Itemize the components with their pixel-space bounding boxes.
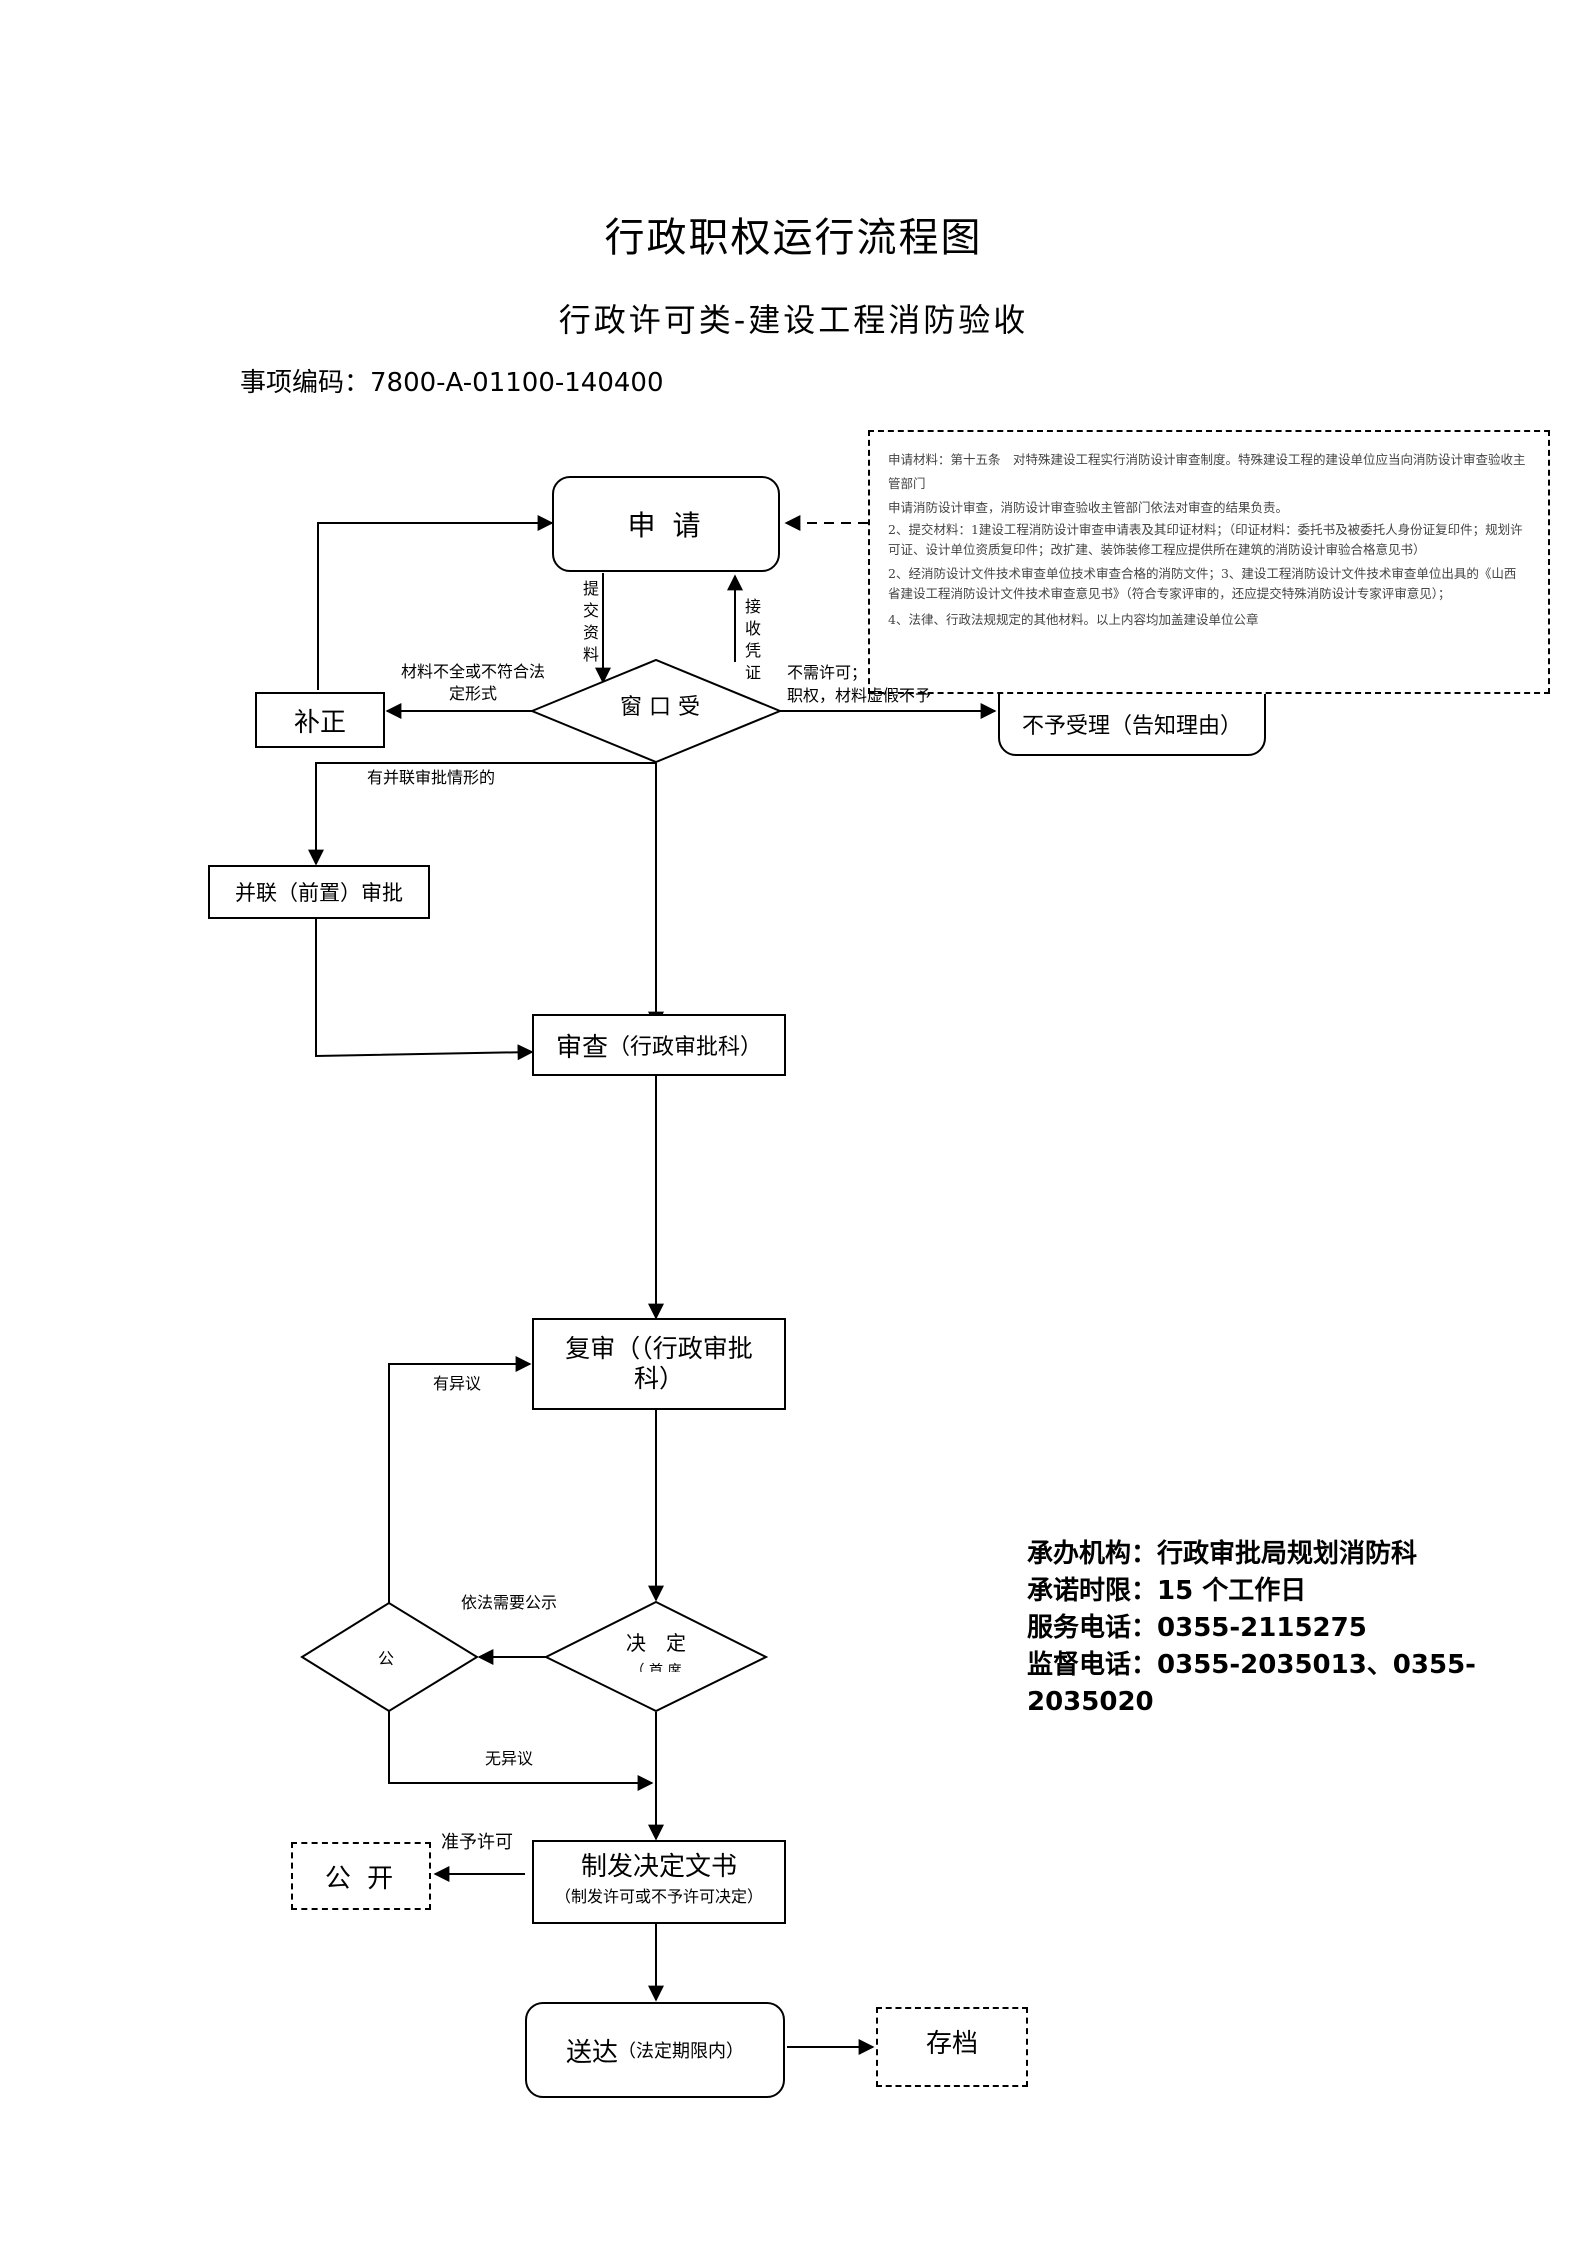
- info-supervise-label: 监督电话：: [1027, 1650, 1158, 1680]
- beyond-label: 职权，材料虚假不予: [787, 686, 932, 705]
- review-label: 审查: [555, 1032, 608, 1063]
- open-box: 公 开: [291, 1842, 431, 1910]
- info-service-label: 服务电话：: [1027, 1613, 1158, 1643]
- note-line: 4、法律、行政法规规定的其他材料。以上内容均加盖建设单位公章: [888, 612, 1259, 627]
- edge-no-objection: [388, 1711, 654, 1791]
- recheck-box: 复审（（行政审批 科）: [532, 1318, 786, 1410]
- issue-box: 制发决定文书 （制发许可或不予许可决定）: [532, 1840, 786, 1924]
- issue-label: 制发决定文书: [580, 1852, 737, 1882]
- parallel-case-label: 有并联审批情形的: [367, 768, 496, 787]
- archive-label: 存档: [925, 2029, 978, 2059]
- receipt-label: 接收凭证: [744, 597, 761, 682]
- review-dept: （行政审批科）: [608, 1035, 763, 1060]
- issue-sublabel: （制发许可或不予许可决定）: [554, 1887, 763, 1906]
- parallel-box: 并联（前置）审批: [208, 865, 430, 919]
- info-supervise: 监督电话：0355-2035013、0355-2035020: [1027, 1647, 1587, 1721]
- window-diamond: [529, 658, 783, 764]
- deliver-label: 送达: [565, 2037, 618, 2068]
- note-line: 申请材料：第十五条 对特殊建设工程实行消防设计审查制度。特殊建设工程的建设单位应…: [888, 452, 1526, 491]
- deliver-box: 送达（法定期限内）: [525, 2002, 785, 2098]
- no-objection-label: 无异议: [485, 1749, 534, 1768]
- apply-label: 申 请: [627, 509, 705, 542]
- info-service: 服务电话：0355-2115275: [1027, 1610, 1587, 1647]
- note-line: 2、提交材料：1建设工程消防设计审查申请表及其印证材料；（印证材料：委托书及被委…: [888, 522, 1523, 557]
- archive-box: 存档: [876, 2007, 1028, 2087]
- window-label: 窗 口 受: [620, 695, 700, 720]
- need-public-label: 依法需要公示: [461, 1593, 558, 1612]
- info-time-value: 15 个工作日: [1157, 1576, 1307, 1606]
- review-box: 审查（行政审批科）: [532, 1014, 786, 1076]
- page-title: 行政职权运行流程图: [604, 215, 983, 261]
- decide-label: 决 定: [626, 1631, 686, 1655]
- info-supervise-value: 0355-2035013、0355-2035020: [1027, 1650, 1476, 1717]
- materials-notes: 申请材料：第十五条 对特殊建设工程实行消防设计审查制度。特殊建设工程的建设单位应…: [868, 430, 1550, 694]
- grant-label: 准予许可: [441, 1832, 513, 1853]
- parallel-label: 并联（前置）审批: [235, 881, 403, 905]
- publicize-label: 公: [378, 1649, 395, 1668]
- edge-parallel: [308, 762, 656, 866]
- correct-box: 补正: [255, 692, 385, 748]
- item-code: 事项编码：7800-A-01100-140400: [240, 368, 664, 398]
- correct-label: 补正: [293, 707, 346, 738]
- decide-sublabel: （ 首 席: [630, 1663, 682, 1672]
- info-block: 承办机构：行政审批局规划消防科 承诺时限：15 个工作日 服务电话：0355-2…: [1027, 1536, 1587, 1721]
- decide-diamond: [543, 1600, 769, 1713]
- deliver-sublabel: （法定期限内）: [618, 2041, 744, 2062]
- objection-label: 有异议: [433, 1374, 482, 1393]
- note-line: 2、经消防设计文件技术审查单位技术审查合格的消防文件；3、建设工程消防设计文件技…: [888, 566, 1517, 601]
- page-subtitle: 行政许可类-建设工程消防验收: [558, 301, 1029, 339]
- recheck-label: 复审（（行政审批: [565, 1334, 753, 1363]
- edge-parallel-to-review: [315, 918, 534, 1061]
- publicize-diamond: [300, 1601, 479, 1713]
- info-time: 承诺时限：15 个工作日: [1027, 1573, 1587, 1610]
- submit-label: 提交资料: [582, 579, 599, 664]
- recheck-label-line2: 科）: [633, 1364, 684, 1393]
- apply-box: 申 请: [552, 476, 780, 572]
- info-org-value: 行政审批局规划消防科: [1157, 1539, 1418, 1569]
- edge-correct-to-apply: [317, 515, 554, 690]
- edge-objection: [388, 1356, 532, 1603]
- note-line: 申请消防设计审查，消防设计审查验收主管部门依法对审查的结果负责。: [888, 500, 1289, 515]
- reject-label: 不予受理（告知理由）: [1021, 714, 1242, 739]
- info-service-value: 0355-2115275: [1157, 1613, 1367, 1643]
- info-org: 承办机构：行政审批局规划消防科: [1027, 1536, 1587, 1573]
- no-permit-label: 不需许可；: [787, 662, 868, 684]
- info-org-label: 承办机构：: [1027, 1539, 1158, 1569]
- open-label: 公 开: [324, 1863, 398, 1894]
- info-time-label: 承诺时限：: [1027, 1576, 1158, 1606]
- incomplete-label: 材料不全或不符合法定形式: [400, 662, 545, 703]
